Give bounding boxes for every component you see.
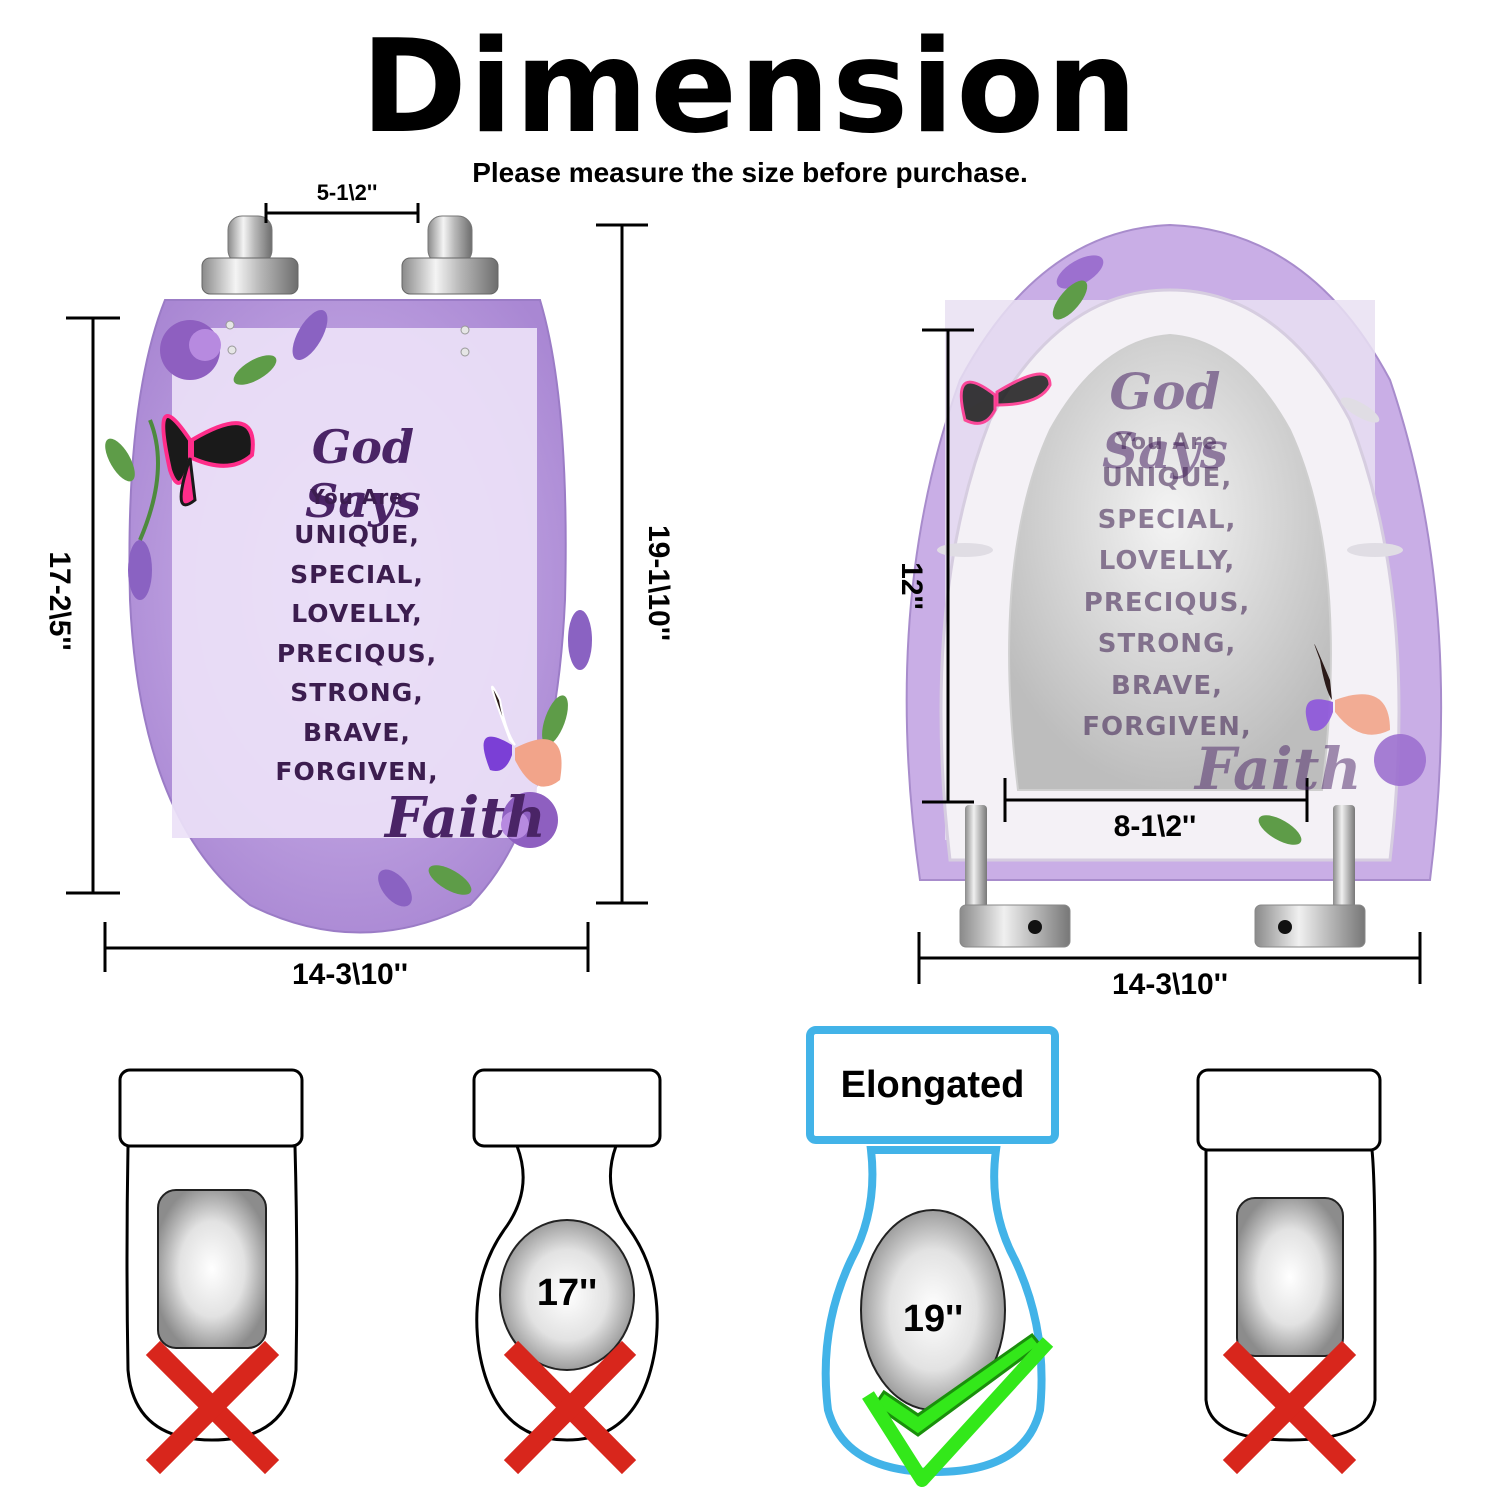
quote-closing-reflection: Faith bbox=[1195, 735, 1362, 803]
quote-word: UNIQUE, bbox=[1101, 463, 1233, 493]
checkmark-icon bbox=[862, 1332, 1054, 1487]
opening-length-label: 12'' bbox=[895, 562, 928, 610]
quote-word: SPECIAL, bbox=[290, 559, 424, 589]
toilet-square bbox=[118, 1068, 304, 1442]
elongated-badge: Elongated bbox=[806, 1026, 1059, 1144]
quote-word: STRONG, bbox=[290, 678, 424, 707]
hinge-spacing-label: 5-1\2'' bbox=[316, 180, 378, 205]
hinge-left bbox=[201, 215, 299, 295]
dimension-lines-back bbox=[917, 328, 1422, 984]
hinge-right bbox=[1254, 805, 1366, 948]
quote-word: BRAVE, bbox=[303, 717, 411, 747]
quote-word: LOVELLY, bbox=[291, 599, 423, 628]
fit-guide: Elongated 17'' 19'' bbox=[0, 1010, 1500, 1500]
page-subtitle: Please measure the size before purchase. bbox=[472, 157, 1028, 188]
round-size-label: 17'' bbox=[536, 1272, 598, 1314]
toilet-elongated bbox=[821, 1146, 1046, 1477]
opening-width-label: 8-1\2'' bbox=[1113, 810, 1197, 843]
flower-cluster-top-left bbox=[105, 310, 328, 600]
quote-word: UNIQUE, bbox=[294, 520, 420, 549]
seat-length-label: 17-2\5'' bbox=[43, 551, 76, 651]
quote-heading-reflection: God Says bbox=[1102, 362, 1228, 480]
hinge-left bbox=[959, 805, 1071, 948]
quote-lead: You Are bbox=[310, 485, 404, 509]
toilet-square-rounded bbox=[1196, 1068, 1382, 1442]
cross-icon bbox=[145, 1340, 280, 1475]
toilet-round bbox=[472, 1068, 662, 1442]
quote-word: PRECIQUS, bbox=[1083, 587, 1251, 618]
quote-word-list-reflection: UNIQUE, SPECIAL, LOVELLY, PRECIQUS, STRO… bbox=[1062, 458, 1272, 749]
quote-heading: God Says bbox=[305, 420, 421, 528]
flower-cluster-bottom-right bbox=[378, 610, 592, 907]
front-view: God Says You Are UNIQUE, SPECIAL, LOVELL… bbox=[0, 0, 750, 1010]
quote-word: FORGIVEN, bbox=[275, 757, 439, 786]
quote-word: PRECIQUS, bbox=[276, 638, 438, 668]
quote-closing: Faith bbox=[385, 785, 546, 851]
quote-panel bbox=[172, 328, 537, 838]
front-seat-illustration bbox=[66, 203, 648, 972]
fit-guide-illustration bbox=[118, 1068, 1382, 1487]
quote-word: LOVELLY, bbox=[1098, 546, 1236, 576]
back-seat-illustration bbox=[905, 223, 1443, 984]
dimension-lines-front bbox=[66, 203, 648, 972]
quote-word: FORGIVEN, bbox=[1082, 712, 1252, 742]
quote-word: STRONG, bbox=[1097, 629, 1237, 659]
elongated-size-label: 19'' bbox=[902, 1298, 964, 1340]
quote-word: BRAVE, bbox=[1111, 670, 1223, 701]
quote-lead-reflection: You Are bbox=[1115, 430, 1219, 455]
front-width-label: 14-3\10'' bbox=[291, 958, 408, 991]
back-width-label: 14-3\10'' bbox=[1111, 968, 1228, 1001]
seat-opening bbox=[1008, 333, 1332, 791]
quote-word: SPECIAL, bbox=[1097, 504, 1237, 535]
back-view: God Says You Are UNIQUE, SPECIAL, LOVELL… bbox=[750, 0, 1500, 1010]
elongated-badge-label: Elongated bbox=[840, 1063, 1025, 1106]
butterfly-pink bbox=[161, 414, 255, 507]
butterfly-purple bbox=[483, 685, 562, 787]
cross-icon bbox=[503, 1340, 637, 1475]
quote-word-list: UNIQUE, SPECIAL, LOVELLY, PRECIQUS, STRO… bbox=[262, 515, 452, 792]
total-length-label: 19-1\10'' bbox=[642, 524, 675, 641]
hinge-right bbox=[401, 215, 499, 295]
page-title: Dimension bbox=[360, 13, 1140, 162]
cross-icon bbox=[1222, 1340, 1357, 1475]
